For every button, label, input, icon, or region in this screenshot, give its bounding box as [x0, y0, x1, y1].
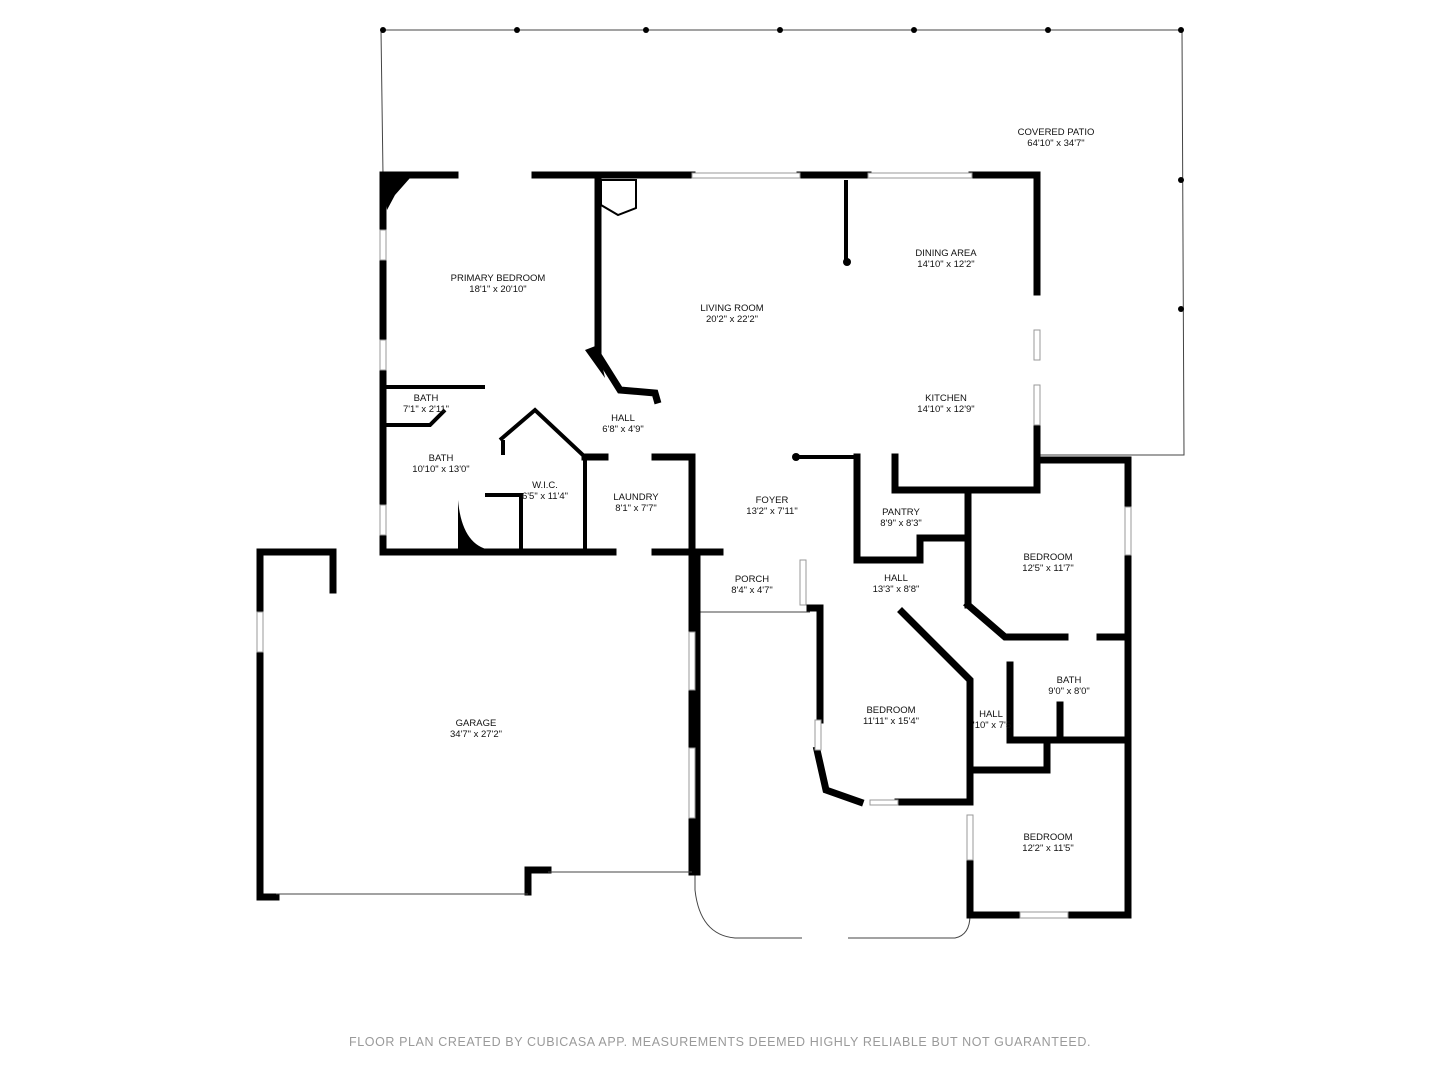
- room-dims-dining-area: 14'10" x 12'2": [917, 259, 974, 270]
- room-dims-primary-bedroom: 18'1" x 20'10": [469, 284, 526, 295]
- room-dims-bedroom-2: 11'11" x 15'4": [863, 716, 919, 727]
- room-name-kitchen: KITCHEN: [925, 393, 967, 404]
- room-name-garage: GARAGE: [456, 718, 497, 729]
- room-name-porch: PORCH: [735, 574, 769, 585]
- room-dims-covered-patio: 64'10" x 34'7": [1027, 138, 1084, 149]
- covered-patio-outline: [380, 27, 1185, 456]
- room-dims-hall-3: '10" x 7'5: [973, 720, 1011, 731]
- room-dims-porch: 8'4" x 4'7": [731, 585, 773, 596]
- room-name-hall-3: HALL: [979, 709, 1003, 720]
- room-dims-bedroom: 12'5" x 11'7": [1022, 563, 1073, 574]
- room-name-living-room: LIVING ROOM: [700, 303, 763, 314]
- room-dims-bedroom-3: 12'2" x 11'5": [1022, 843, 1073, 854]
- room-dims-bath: 7'1" x 2'11": [403, 404, 449, 415]
- room-name-covered-patio: COVERED PATIO: [1018, 127, 1095, 138]
- room-name-hall-2: HALL: [884, 573, 908, 584]
- room-name-bath-2: BATH: [1057, 675, 1082, 686]
- windows: [256, 172, 1132, 919]
- room-name-primary-bath: BATH: [429, 453, 454, 464]
- room-dims-garage: 34'7" x 27'2": [450, 729, 502, 740]
- room-dims-wic: 6'5" x 11'4": [522, 491, 568, 502]
- room-dims-laundry: 8'1" x 7'7": [615, 503, 657, 514]
- room-name-primary-bedroom: PRIMARY BEDROOM: [451, 273, 546, 284]
- room-name-wic: W.I.C.: [532, 480, 558, 491]
- room-dims-bath-2: 9'0" x 8'0": [1048, 686, 1090, 697]
- room-labels: COVERED PATIO 64'10" x 34'7" PRIMARY BED…: [403, 127, 1094, 854]
- room-name-bedroom: BEDROOM: [1023, 552, 1072, 563]
- room-name-dining-area: DINING AREA: [915, 248, 977, 259]
- room-dims-living-room: 20'2" x 22'2": [706, 314, 758, 325]
- room-dims-kitchen: 14'10" x 12'9": [917, 404, 974, 415]
- room-name-bedroom-3: BEDROOM: [1023, 832, 1072, 843]
- room-name-foyer: FOYER: [756, 495, 789, 506]
- room-name-hall: HALL: [611, 413, 635, 424]
- room-name-bedroom-2: BEDROOM: [866, 705, 915, 716]
- room-dims-hall: 6'8" x 4'9": [602, 424, 644, 435]
- walls: [256, 171, 1132, 939]
- room-name-bath: BATH: [414, 393, 439, 404]
- room-dims-hall-2: 13'3" x 8'8": [873, 584, 920, 595]
- room-name-pantry: PANTRY: [882, 507, 920, 518]
- room-dims-pantry: 8'9" x 8'3": [880, 518, 922, 529]
- room-name-laundry: LAUNDRY: [613, 492, 659, 503]
- room-dims-primary-bath: 10'10" x 13'0": [412, 464, 469, 475]
- disclaimer-footer: FLOOR PLAN CREATED BY CUBICASA APP. MEAS…: [348, 1035, 1092, 1049]
- room-dims-foyer: 13'2" x 7'11": [746, 506, 797, 517]
